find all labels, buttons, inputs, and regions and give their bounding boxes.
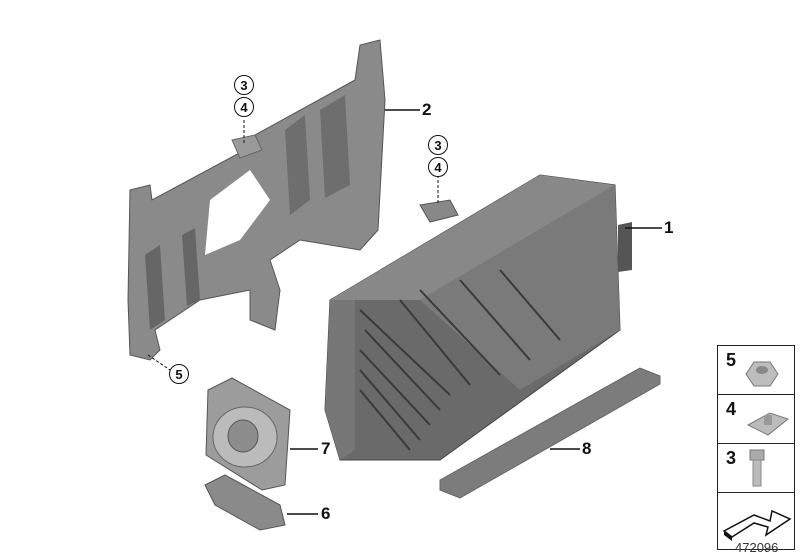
cooling-fan (205, 377, 291, 491)
hex-nut-icon (745, 361, 779, 387)
legend-item-4: 4 (718, 395, 794, 444)
ref-circle-4-module: 4 (428, 157, 448, 177)
mounting-bracket (127, 39, 386, 361)
callout-6: 6 (321, 504, 331, 523)
ref-circle-4-bracket: 4 (234, 97, 254, 117)
callout-1: 1 (664, 218, 674, 237)
amplifier-module (324, 174, 632, 461)
callout-2: 2 (422, 100, 432, 119)
clip-nut-icon (746, 412, 790, 436)
arrow-symbol-icon (722, 509, 792, 541)
legend-item-5: 5 (718, 346, 794, 395)
ref-circle-3-bracket: 3 (234, 75, 254, 95)
callout-7: 7 (321, 439, 331, 458)
hex-bolt-icon (749, 449, 765, 487)
fan-holder (204, 474, 286, 531)
ref-circle-3-module: 3 (428, 135, 448, 155)
ref-circle-5: 5 (169, 364, 189, 384)
legend-item-3: 3 (718, 444, 794, 493)
fastener-legend: 5 4 3 (717, 345, 795, 550)
legend-item-arrow (718, 493, 794, 549)
callout-8: 8 (582, 439, 592, 458)
foam-strip (439, 367, 661, 499)
diagram-id: 472096 (735, 540, 779, 555)
